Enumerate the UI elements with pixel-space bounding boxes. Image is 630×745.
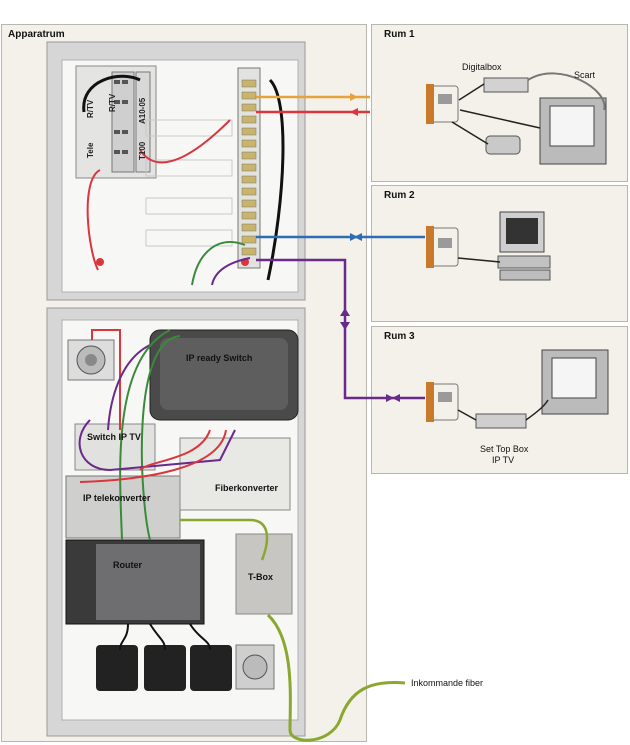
label-r-tv-2: R/TV [108, 93, 117, 112]
apparatrum-label: Apparatrum [8, 29, 65, 40]
set-top-box-iptv-label: IP TV [492, 455, 515, 465]
label-tele: Tele [86, 142, 95, 158]
digitalbox-label: Digitalbox [462, 62, 502, 72]
rum3-label: Rum 3 [384, 331, 415, 342]
ip-ready-switch-label: IP ready Switch [186, 353, 253, 363]
router-label: Router [113, 560, 142, 570]
rum1-label: Rum 1 [384, 29, 415, 40]
rum2-label: Rum 2 [384, 190, 415, 201]
switch-ip-tv-label: Switch IP TV [87, 432, 141, 442]
rum3-devices [426, 349, 609, 429]
upper-cabinet [46, 41, 425, 402]
inkommande-fiber-label: Inkommande fiber [411, 678, 484, 688]
ip-telekonverter-label: IP telekonverter [83, 493, 151, 503]
label-t100: T100 [138, 141, 147, 160]
scart-label: Scart [574, 70, 596, 80]
fiberkonverter-label: Fiberkonverter [215, 483, 279, 493]
rum1-devices [426, 72, 607, 165]
set-top-box-label: Set Top Box [480, 444, 529, 454]
t-box-label: T-Box [248, 572, 274, 582]
label-r-tv-1: R/TV [86, 99, 95, 118]
rum2-devices [426, 211, 551, 281]
rum2-panel: Rum 2 [371, 185, 628, 322]
label-a10-05: A10-05 [138, 97, 147, 124]
lower-cabinet [46, 307, 406, 742]
